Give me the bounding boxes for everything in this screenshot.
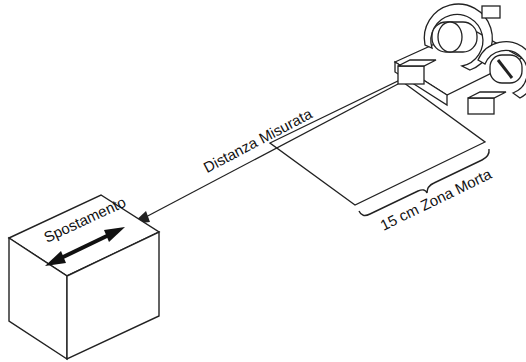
ultrasonic-sensor [395,4,526,114]
cube-outline [5,156,163,361]
distance-arrow [142,84,398,219]
displacement-box: Spostamento [5,156,163,361]
